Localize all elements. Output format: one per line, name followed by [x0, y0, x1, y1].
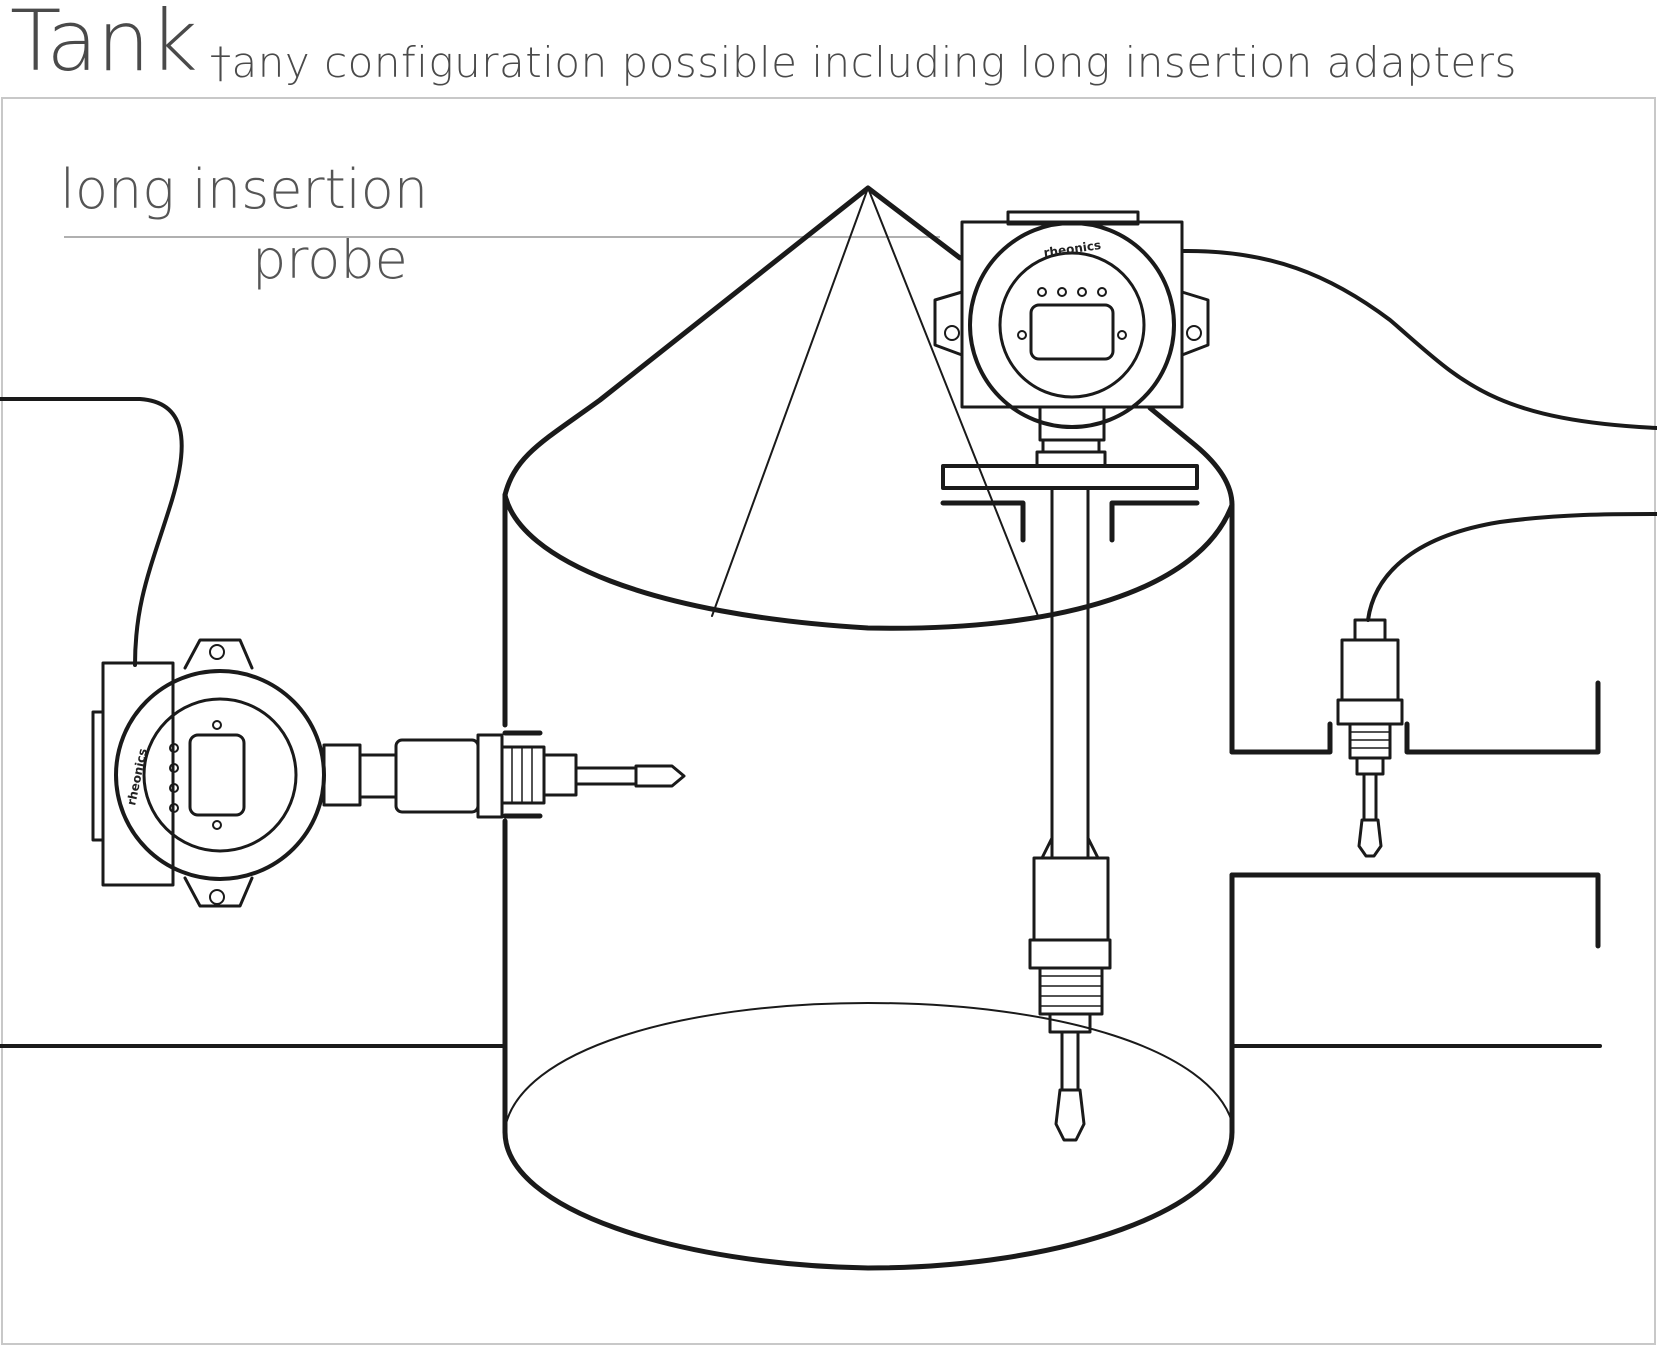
diagram-frame — [1, 97, 1656, 1345]
right-sensor-collar — [1355, 756, 1385, 776]
tank-bottom — [502, 1129, 1235, 1271]
top-housing-ring-outer — [968, 221, 1176, 429]
left-ear-hole-top — [209, 644, 225, 660]
right-sensor-hex — [1336, 698, 1404, 726]
top-housing-neck — [1038, 405, 1106, 442]
left-probe-collar — [542, 753, 578, 797]
cable-left — [0, 397, 184, 667]
left-housing-ring-inner — [142, 697, 298, 853]
flange-neck — [1035, 450, 1107, 468]
left-housing-back — [101, 661, 175, 887]
probe-tip-collar — [1048, 1012, 1092, 1034]
page-title: Tank — [10, 0, 198, 90]
left-probe-tip — [634, 764, 686, 788]
left-probe-thread — [500, 745, 546, 805]
top-housing-ears — [933, 290, 1210, 357]
left-probe-thread-lines — [511, 746, 533, 804]
top-nozzle — [940, 500, 1200, 543]
tank-roof — [502, 185, 963, 498]
callout-label-line1: long insertion — [60, 158, 429, 221]
callout-label-line2: probe — [252, 228, 408, 291]
left-housing-ears — [183, 638, 254, 908]
left-nozzle — [502, 730, 543, 819]
top-ear-hole-right — [1186, 325, 1202, 341]
tank-bottom-inner-ellipse — [504, 1002, 1233, 1129]
cable-right-sensor — [1366, 512, 1657, 622]
probe-body-top — [1032, 856, 1110, 942]
probe-thread-lines — [1039, 975, 1103, 1007]
roof-rib-left — [711, 187, 869, 617]
right-sensor-tip — [1357, 818, 1383, 858]
flange-neck-top — [1041, 438, 1101, 454]
right-sensor-thread-lines — [1349, 731, 1391, 749]
cable-top-right — [1181, 248, 1657, 430]
left-housing-side-tab — [91, 710, 105, 842]
left-probe-coupler — [358, 753, 398, 799]
probe-body-hex — [1028, 938, 1112, 970]
top-ear-hole-left — [944, 325, 960, 341]
left-display-window — [188, 733, 246, 817]
left-probe-hex — [476, 733, 504, 819]
tube-taper — [1040, 836, 1100, 860]
right-sensor-body — [1340, 638, 1400, 702]
pipe-upper — [1229, 680, 1601, 755]
tank-roof-right — [1147, 405, 1235, 508]
left-probe-body — [394, 738, 480, 814]
top-display-window — [1029, 303, 1115, 361]
left-housing-ring-outer — [114, 669, 326, 881]
left-probe-neck — [322, 743, 362, 807]
top-housing-ring-inner — [998, 251, 1146, 399]
right-sensor-thread — [1348, 722, 1392, 760]
probe-body-thread — [1038, 966, 1104, 1016]
roof-rib-right — [867, 187, 1039, 617]
pipe-lower — [1229, 872, 1601, 949]
page-subtitle: †any configuration possible including lo… — [210, 38, 1517, 87]
top-flange — [941, 464, 1199, 490]
probe-tip — [1054, 1088, 1086, 1142]
right-sensor-cap — [1353, 618, 1387, 642]
tank-top-rim — [502, 492, 1235, 631]
left-ear-hole-bottom — [209, 889, 225, 905]
